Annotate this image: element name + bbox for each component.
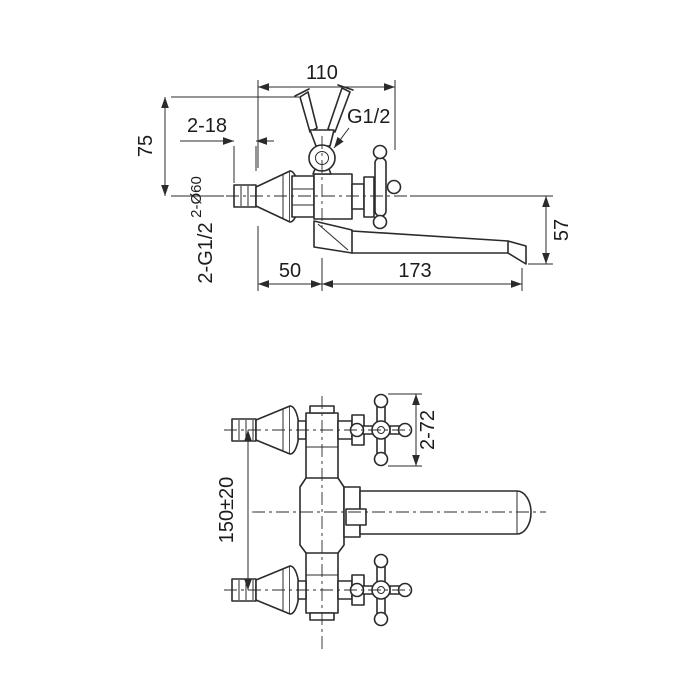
dim-escutcheon-dia-label: 2-Ø60 (188, 176, 205, 218)
dim-overall-depth-110: 110 (257, 62, 396, 168)
dim-spout-reach: 173 (398, 260, 431, 282)
dim-inlet-thread-label: 2-G1/2 (195, 222, 217, 283)
dim-holder-height: 75 (135, 135, 157, 157)
front-view: 2-72 150±20 (216, 393, 546, 652)
hex-nut (291, 175, 315, 218)
dim-top-thread-g12: G1/2 (333, 106, 390, 149)
front-centerlines (224, 396, 546, 652)
dim-spout-drop-57: 57 (410, 195, 573, 265)
dim-top-thread: G1/2 (347, 106, 390, 128)
spout-clamp (345, 508, 367, 526)
spout-side (313, 220, 527, 265)
dim-inlet-thread: 2-G1/2 (195, 222, 217, 283)
dim-overall-depth: 110 (306, 62, 338, 84)
dim-inlet-centers-150: 150±20 (216, 430, 252, 590)
dim-escutcheon-dia: 2-Ø60 (188, 176, 205, 218)
shower-holder-fork (294, 84, 354, 172)
diverter-housing (299, 477, 345, 554)
spout-outlet (507, 240, 527, 265)
dim-holder-height-75: 75 (135, 96, 299, 197)
dim-body-offset: 50 (279, 260, 301, 282)
mixer-body (312, 168, 353, 220)
dim-handle-dia-2-72: 2-72 (388, 393, 439, 467)
dim-wall-stub-2-18: 2-18 (180, 115, 274, 183)
dim-wall-stub: 2-18 (187, 115, 227, 137)
bottom-handle-front (337, 553, 413, 627)
dim-spout-50-173: 50 173 (257, 226, 523, 291)
handle-side (351, 144, 402, 230)
side-centerlines (226, 136, 408, 232)
dim-handle-dia: 2-72 (417, 410, 439, 450)
dim-inlet-centers: 150±20 (216, 477, 238, 544)
dim-spout-drop: 57 (551, 219, 573, 241)
side-view: 110 G1/2 2-18 75 2-Ø60 2-G1/2 (135, 62, 573, 291)
